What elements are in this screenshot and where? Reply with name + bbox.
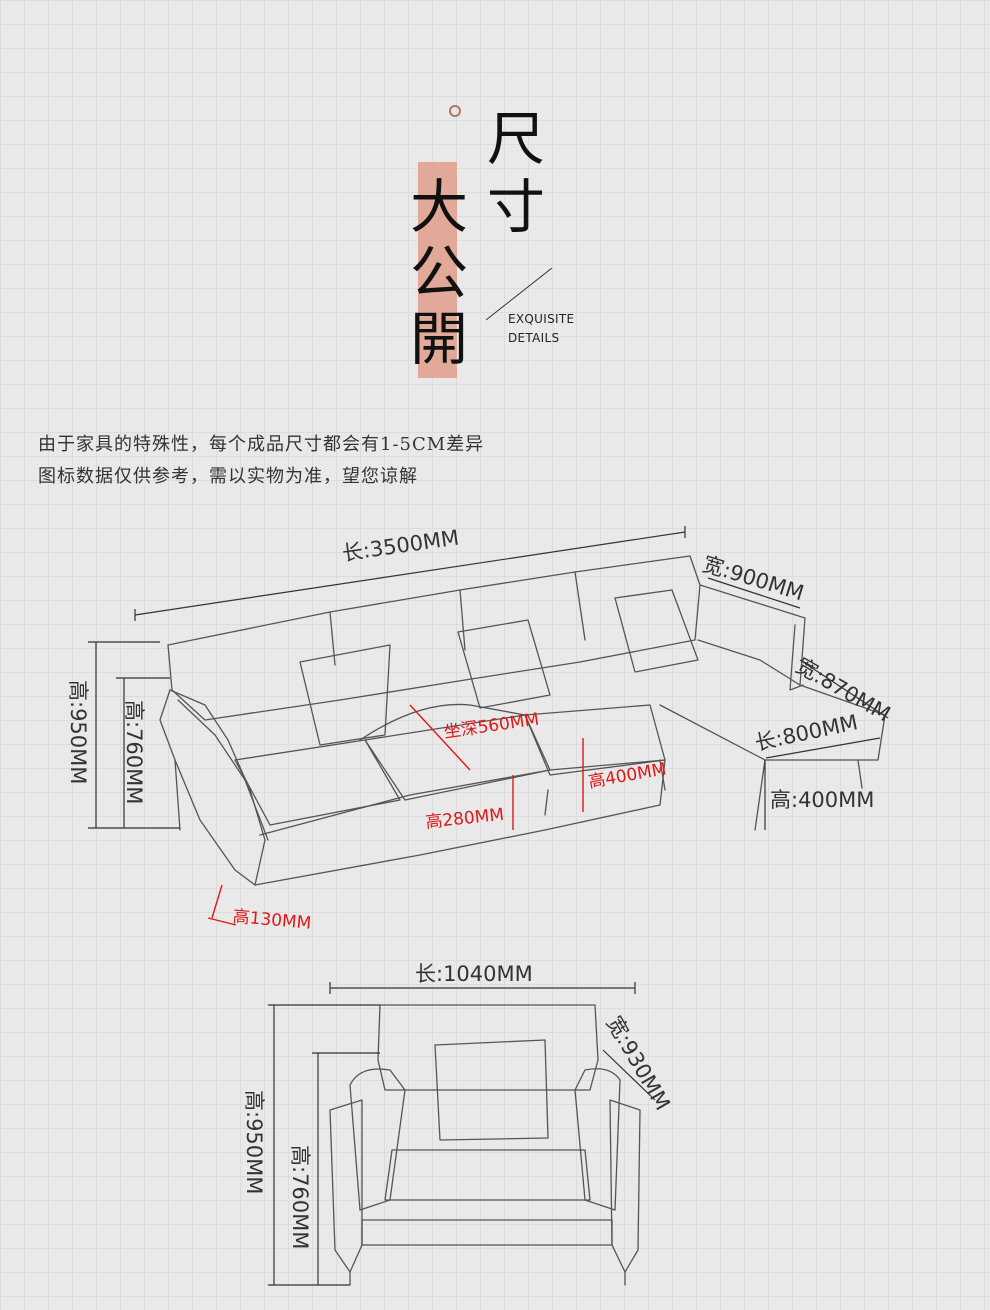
- sofa-back-height-label: 高:760MM: [122, 700, 146, 805]
- chair-height-label: 高:950MM: [242, 1090, 266, 1195]
- title-divider-line: [485, 268, 553, 321]
- armchair-illustration: [329, 1004, 641, 1286]
- chair-back-height-label: 高:760MM: [288, 1145, 312, 1250]
- title-char: 公: [409, 239, 468, 307]
- sectional-sofa-illustration: [159, 555, 886, 886]
- chair-length-label: 长:1040MM: [415, 962, 533, 986]
- title-char: 寸: [486, 173, 545, 241]
- subtitle-line: EXQUISITE: [508, 312, 575, 326]
- disclaimer-line: 由于家具的特殊性，每个成品尺寸都会有1-5CM差异: [38, 434, 485, 455]
- title-char: 大: [409, 173, 468, 241]
- subtitle-line: DETAILS: [508, 331, 560, 345]
- sofa-height-label: 高:950MM: [66, 680, 90, 785]
- disclaimer-line: 图标数据仅供参考，需以实物为准，望您谅解: [38, 466, 418, 487]
- decor-circle-icon: [449, 105, 461, 117]
- title-char: 開: [409, 305, 468, 373]
- chaise-height-label: 高:400MM: [770, 788, 875, 812]
- title-char: 尺: [486, 105, 545, 173]
- title-accent-bar: [418, 162, 457, 378]
